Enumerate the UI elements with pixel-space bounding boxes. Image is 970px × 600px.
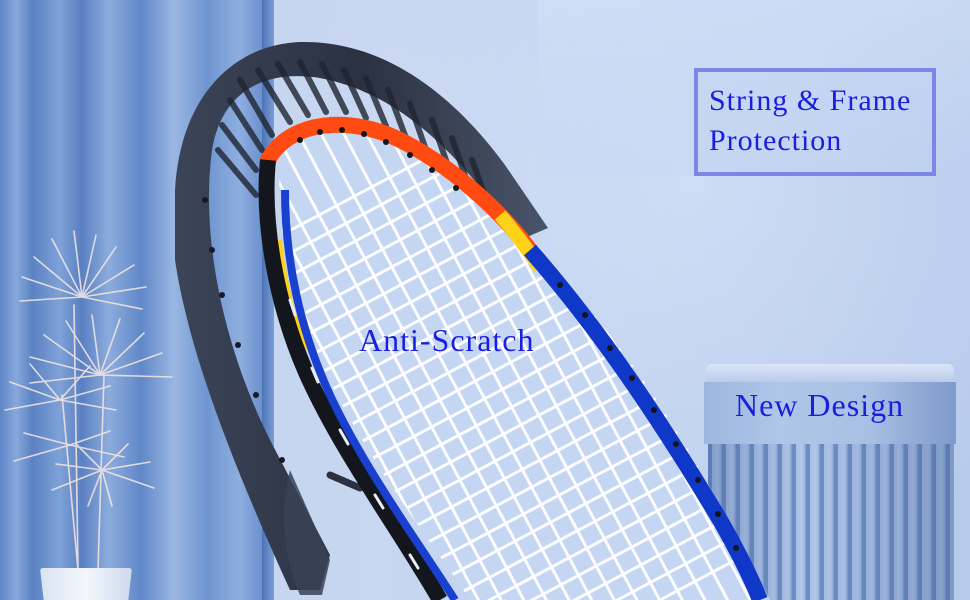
pillar-ribs <box>708 444 954 600</box>
callout-title-line2: Protection <box>709 124 843 157</box>
protection-callout-box <box>694 68 936 176</box>
guard-body <box>175 41 548 590</box>
palm-plant-illustration <box>4 230 173 571</box>
anti-scratch-label: Anti-Scratch <box>359 322 535 358</box>
callout-title-line1: String & Frame <box>709 84 912 117</box>
pillar-top <box>706 364 954 382</box>
ribbed-pillar <box>704 364 956 600</box>
wall-strip <box>538 0 970 175</box>
new-design-label: New Design <box>735 387 905 423</box>
plant-pot <box>40 568 132 600</box>
pillar-band <box>704 382 956 444</box>
